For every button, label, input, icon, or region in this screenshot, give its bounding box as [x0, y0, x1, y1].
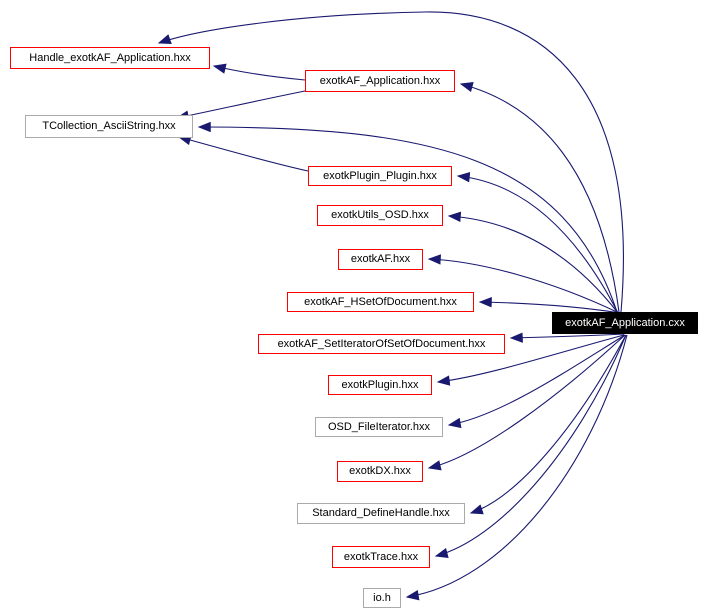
edge-exotkaf-application-cxx--exotkplugin-hxx — [436, 334, 625, 386]
node-label: exotkAF_Application.cxx — [565, 316, 685, 329]
node-label: io.h — [373, 591, 391, 604]
node-label: exotkPlugin.hxx — [341, 378, 419, 391]
edge-exotkaf-application-cxx--exotkaf-hsetofdocument-hxx — [478, 297, 621, 314]
node-label: exotkAF_HSetOfDocument.hxx — [304, 295, 457, 308]
edge-exotkaf-application-cxx--handle-exotkaf-application-hxx — [157, 11, 624, 313]
node-io-h: io.h — [363, 588, 401, 608]
edge-exotkaf-application-cxx--exotkaf-application-hxx — [459, 81, 620, 313]
edge-exotkaf-application-cxx--exotkutils-osd-hxx — [447, 211, 619, 314]
node-osd-fileiterator-hxx: OSD_FileIterator.hxx — [315, 417, 443, 437]
node-exotktrace-hxx[interactable]: exotkTrace.hxx — [332, 546, 430, 568]
node-label: Standard_DefineHandle.hxx — [312, 507, 450, 519]
node-exotkaf-hxx[interactable]: exotkAF.hxx — [338, 249, 423, 270]
node-exotkplugin-hxx[interactable]: exotkPlugin.hxx — [328, 375, 432, 395]
node-label: OSD_FileIterator.hxx — [327, 420, 431, 433]
edge-exotkaf-application-cxx--exotkplugin-plugin-hxx — [456, 172, 619, 314]
edge-exotkaf-application-cxx--standard-definehandle-hxx — [469, 334, 627, 515]
node-standard-definehandle-hxx: Standard_DefineHandle.hxx — [297, 503, 465, 524]
node-label: exotkPlugin_Plugin.hxx — [323, 169, 437, 182]
node-label: exotkAF_Application.hxx — [319, 74, 441, 87]
edge-exotkaf-application-cxx--exotkaf-hxx — [427, 254, 620, 314]
edge-exotkaf-application-cxx--tcollection-asciistring-hxx — [197, 121, 618, 313]
node-exotkaf-application-hxx[interactable]: exotkAF_Application.hxx — [305, 70, 455, 92]
node-exotkaf-application-cxx: exotkAF_Application.cxx — [552, 312, 698, 334]
edge-exotkaf-application-cxx--exotkaf-setiteratorofsetofdocument-hxx — [509, 332, 625, 343]
edge-exotkaf-application-cxx--exotkdx-hxx — [427, 334, 626, 471]
edge-exotkaf-application-cxx--osd-fileiterator-hxx — [447, 334, 626, 429]
node-exotkplugin-plugin-hxx[interactable]: exotkPlugin_Plugin.hxx — [308, 166, 452, 186]
node-tcollection-asciistring-hxx: TCollection_AsciiString.hxx — [25, 115, 193, 138]
edge-exotkplugin-plugin-hxx--tcollection-asciistring-hxx — [177, 135, 309, 172]
node-exotkdx-hxx[interactable]: exotkDX.hxx — [337, 461, 423, 482]
node-handle-exotkaf-application-hxx[interactable]: Handle_exotkAF_Application.hxx — [10, 47, 210, 69]
node-label: exotkDX.hxx — [349, 465, 411, 477]
node-label: TCollection_AsciiString.hxx — [42, 120, 176, 132]
node-label: exotkAF.hxx — [350, 253, 411, 265]
edge-exotkaf-application-cxx--exotktrace-hxx — [434, 334, 627, 559]
edge-exotkaf-application-cxx--io-h — [405, 334, 628, 601]
edge-exotkaf-application-hxx--handle-exotkaf-application-hxx — [212, 63, 306, 81]
node-label: exotkAF_SetIteratorOfSetOfDocument.hxx — [277, 337, 486, 350]
node-label: exotkTrace.hxx — [343, 550, 419, 563]
dependency-edges — [157, 11, 628, 601]
node-exotkaf-hsetofdocument-hxx[interactable]: exotkAF_HSetOfDocument.hxx — [287, 292, 474, 312]
node-label: exotkUtils_OSD.hxx — [331, 209, 429, 221]
node-exotkutils-osd-hxx[interactable]: exotkUtils_OSD.hxx — [317, 205, 443, 226]
node-exotkaf-setiteratorofsetofdocument-hxx[interactable]: exotkAF_SetIteratorOfSetOfDocument.hxx — [258, 334, 505, 354]
node-label: Handle_exotkAF_Application.hxx — [29, 51, 191, 64]
